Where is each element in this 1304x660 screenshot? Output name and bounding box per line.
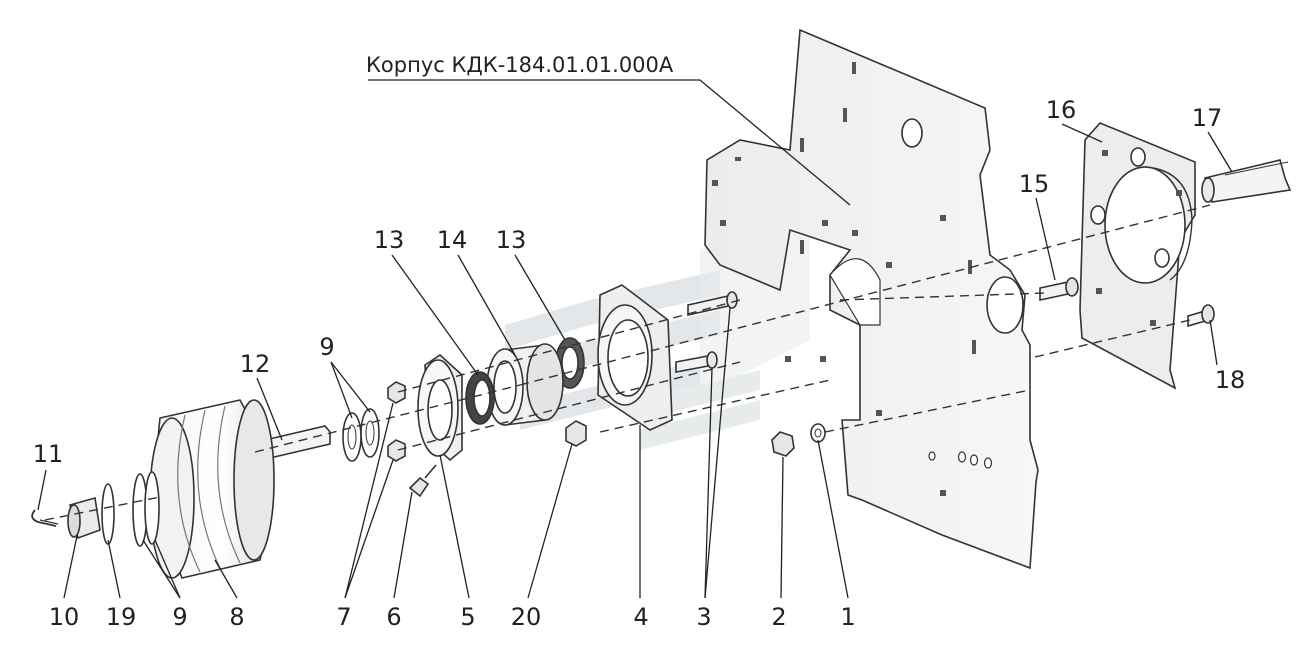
label-9-top: 9 — [319, 333, 334, 361]
nuts-7 — [387, 381, 406, 462]
label-14: 14 — [437, 226, 468, 254]
label-11: 11 — [33, 440, 64, 468]
label-8: 8 — [229, 603, 244, 631]
nut-2 — [771, 431, 795, 457]
label-19: 19 — [106, 603, 137, 631]
label-18: 18 — [1215, 366, 1246, 394]
label-15: 15 — [1019, 170, 1050, 198]
bearing-housing-4 — [597, 284, 673, 431]
shaft-17 — [1201, 159, 1292, 203]
castle-nut-10 — [67, 496, 101, 540]
label-13-left: 13 — [374, 226, 405, 254]
assembly-axes — [44, 204, 1211, 521]
label-9-bottom: 9 — [172, 603, 187, 631]
washer-1 — [810, 423, 826, 443]
part-labels: 1 2 3 4 5 6 7 8 9 9 10 11 12 13 13 14 15… — [33, 96, 1246, 631]
label-16: 16 — [1046, 96, 1077, 124]
key-12 — [264, 425, 331, 459]
label-12: 12 — [240, 350, 271, 378]
leader-lines — [37, 79, 1233, 599]
cotter-pin-11 — [31, 509, 59, 527]
label-1: 1 — [840, 603, 855, 631]
label-20: 20 — [511, 603, 542, 631]
assembly-title: Корпус КДК-184.01.01.000А — [366, 53, 674, 77]
bolt-18 — [1187, 304, 1215, 328]
washers-9-right — [342, 408, 380, 462]
washer-19 — [101, 483, 115, 545]
bearing-13-left — [465, 371, 495, 425]
label-4: 4 — [633, 603, 648, 631]
flange-plate-16 — [1079, 122, 1196, 390]
label-5: 5 — [460, 603, 475, 631]
label-10: 10 — [49, 603, 80, 631]
label-7: 7 — [336, 603, 351, 631]
label-17: 17 — [1192, 104, 1223, 132]
bolts-3 — [675, 291, 738, 373]
grease-fitting-6 — [408, 464, 437, 498]
washers-9-left — [132, 471, 160, 547]
label-3: 3 — [696, 603, 711, 631]
bushing-14 — [486, 343, 564, 426]
pulley-8 — [149, 399, 275, 579]
label-2: 2 — [771, 603, 786, 631]
label-6: 6 — [386, 603, 401, 631]
nut-20 — [565, 420, 587, 447]
cover-5 — [417, 353, 463, 462]
label-13-right: 13 — [496, 226, 527, 254]
bolt-15 — [1039, 277, 1079, 301]
